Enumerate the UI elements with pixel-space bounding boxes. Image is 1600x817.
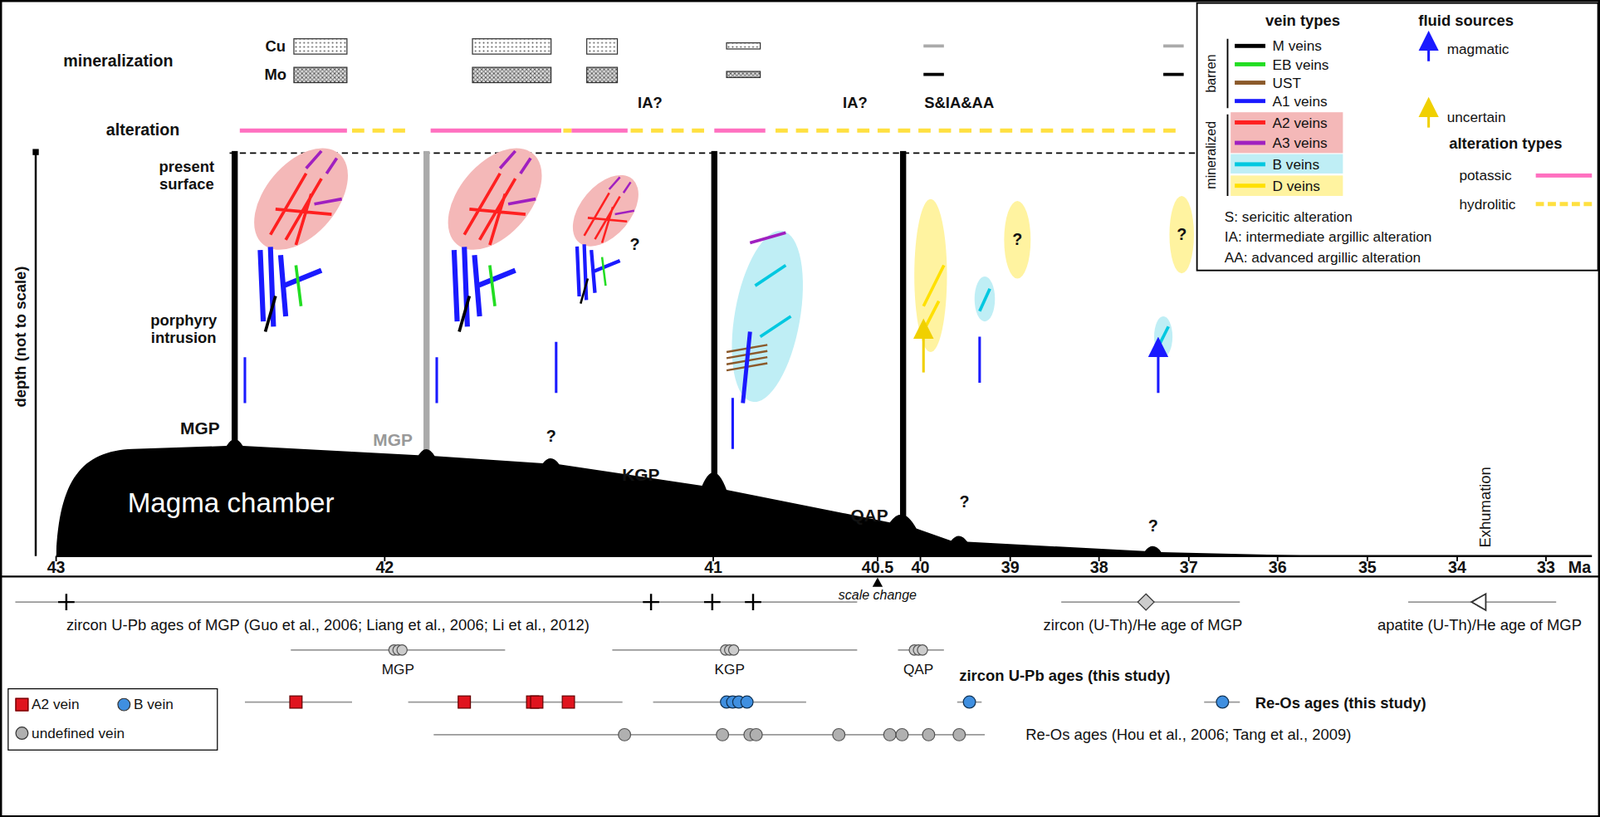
chamber-label: Magma chamber	[127, 487, 335, 519]
legend-swatch	[1234, 161, 1266, 167]
label: 40	[911, 558, 930, 578]
legend-swatch	[1234, 98, 1266, 103]
legend-text: A2 vein	[31, 695, 79, 713]
label: 36	[1268, 558, 1287, 578]
legend-swatch	[1234, 141, 1266, 146]
label: alteration types	[1448, 133, 1562, 152]
label: KGP	[714, 660, 745, 678]
label: Ma	[1568, 558, 1591, 578]
legend-swatch	[1536, 201, 1593, 206]
label: barren	[1204, 53, 1220, 93]
legend-swatch	[1234, 183, 1266, 188]
label: present surface	[150, 157, 224, 193]
label: mineralization	[63, 51, 173, 71]
label: alteration	[106, 121, 181, 141]
label: Re-Os ages (Hou et al., 2006; Tang et al…	[1025, 725, 1351, 744]
label: apatite (U-Th)/He age of MGP	[1377, 616, 1582, 634]
legend-text: hydrolitic	[1458, 195, 1516, 213]
legend-text: magmatic	[1447, 40, 1510, 58]
label: 37	[1179, 558, 1199, 578]
legend-text: A3 veins	[1272, 134, 1328, 152]
label: Mo	[264, 65, 288, 84]
label: ?	[1176, 225, 1187, 245]
label: ?	[959, 492, 969, 512]
label: 43	[47, 558, 66, 578]
legend-swatch	[14, 726, 29, 740]
label: mineralized	[1204, 121, 1220, 190]
legend-swatch	[1234, 120, 1266, 125]
label: 41	[704, 558, 723, 578]
label: porphyry intrusion	[141, 311, 226, 347]
label: fluid sources	[1418, 11, 1514, 30]
label: AA: advanced argillic alteration	[1224, 249, 1421, 266]
legend-text: EB veins	[1272, 56, 1330, 74]
legend-swatch	[1234, 80, 1266, 85]
label: IA: intermediate argillic alteration	[1224, 228, 1433, 245]
legend-text: UST	[1272, 74, 1302, 92]
label: ?	[1148, 517, 1159, 537]
label: 35	[1358, 558, 1377, 578]
legend-text: M veins	[1272, 37, 1322, 54]
legend-swatch	[1536, 173, 1593, 178]
label: ?	[629, 235, 640, 255]
label: zircon U-Pb ages (this study)	[959, 666, 1170, 685]
label: KGP	[621, 465, 660, 486]
label: 38	[1090, 558, 1109, 578]
label: IA?	[637, 92, 663, 111]
label: MGP	[381, 660, 415, 678]
label: scale change	[838, 588, 917, 604]
label: zircon U-Pb ages of MGP (Guo et al., 200…	[66, 616, 590, 634]
label: QAP	[850, 506, 888, 527]
label: MGP	[372, 430, 413, 451]
label: 42	[375, 558, 394, 578]
legend-text: D veins	[1272, 177, 1321, 195]
label: 33	[1536, 558, 1556, 578]
label: 34	[1448, 558, 1467, 578]
legend-text: B veins	[1272, 156, 1320, 173]
label: S&IA&AA	[924, 92, 994, 111]
label: Cu	[265, 37, 287, 55]
label: IA?	[842, 92, 868, 111]
legend-swatch	[1234, 44, 1266, 49]
label: S: sericitic alteration	[1224, 208, 1353, 226]
label: ?	[546, 427, 557, 447]
label: Exhumation	[1476, 466, 1494, 548]
legend-text: undefined vein	[31, 724, 125, 742]
legend-text: uncertain	[1447, 108, 1507, 126]
legend-text: A2 veins	[1272, 114, 1328, 132]
label: ?	[1012, 230, 1023, 250]
legend-swatch	[14, 698, 29, 712]
label: QAP	[903, 660, 934, 678]
legend-text: potassic	[1458, 166, 1512, 184]
label: 39	[1001, 558, 1020, 578]
legend-text: A1 veins	[1272, 92, 1328, 110]
label: 40.5	[861, 558, 894, 578]
legend-swatch	[1234, 62, 1266, 67]
label: MGP	[180, 418, 221, 439]
label: depth (not to scale)	[11, 266, 30, 408]
legend-swatch	[117, 698, 131, 712]
label: vein types	[1265, 11, 1341, 30]
label: zircon (U-Th)/He age of MGP	[1043, 616, 1243, 634]
magma-chamber: Magma chamber	[56, 428, 1332, 558]
label: Re-Os ages (this study)	[1255, 694, 1427, 712]
legend-text: B vein	[133, 695, 174, 713]
